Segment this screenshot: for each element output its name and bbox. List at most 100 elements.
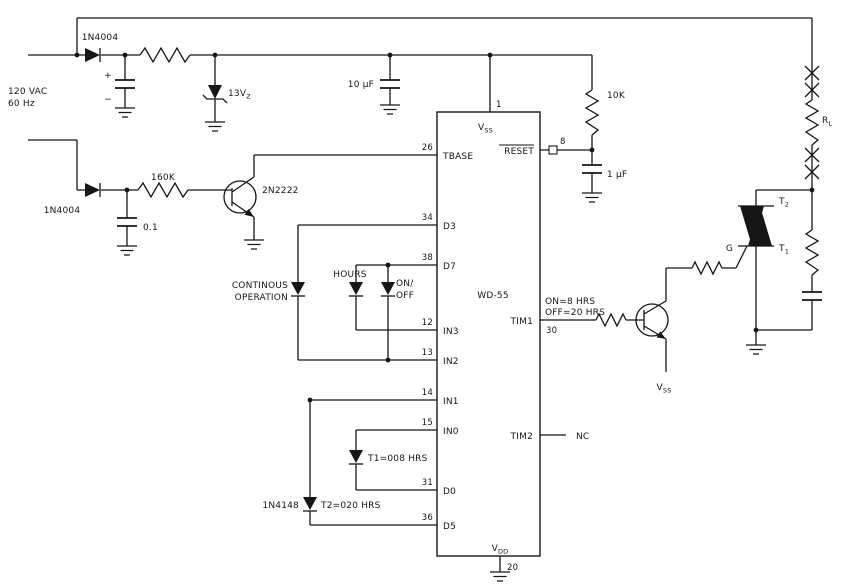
junction-dots: [74, 52, 815, 403]
pin-tbase-num: 26: [422, 143, 433, 153]
reset-pin-pad: [548, 145, 558, 155]
diode-triangle: [381, 282, 395, 295]
filter-cap-minus-sign: −: [104, 95, 112, 105]
triac-t2-label: T2: [778, 197, 789, 209]
diode-triangle: [349, 282, 363, 295]
diode-t1-008hrs: [349, 450, 363, 465]
pin-in2-num: 13: [422, 348, 433, 358]
line-break-marks: [804, 65, 820, 180]
pin-vdd-label: VDD: [492, 544, 509, 556]
ic-wd55-body: [436, 111, 541, 557]
transistor-2n2222: [223, 180, 257, 217]
diode-top-label: 1N4004: [82, 33, 119, 43]
triac-triangle-up: [748, 206, 772, 246]
pin-in0-num: 15: [422, 418, 433, 428]
ground-symbol: [116, 245, 138, 256]
res-160k-label: 160K: [151, 173, 176, 183]
resistor-load-rl: [804, 99, 820, 146]
capacitor-snubber: [802, 291, 822, 301]
capacitor-10uf: [380, 79, 400, 89]
ground-symbol: [489, 571, 511, 582]
diode-hours: [349, 282, 363, 297]
pin-tim1-num: 30: [546, 326, 557, 336]
diode-triangle: [303, 497, 317, 510]
off-time-label: OFF=20 HRS: [545, 308, 605, 318]
emitter-supply-label: VSS: [656, 383, 671, 395]
pin-in1-num: 14: [422, 388, 433, 398]
pin-in3-label: IN3: [443, 327, 459, 337]
capacitor-filter: [115, 79, 135, 89]
pin-in3-num: 12: [422, 318, 433, 328]
ground-symbol: [243, 239, 265, 250]
continuous-operation-label-1: CONTINOUS: [232, 281, 288, 291]
on-time-label: ON=8 HRS: [545, 297, 595, 307]
triac-t1-label: T1: [778, 244, 789, 256]
pin-d0-label: D0: [443, 487, 456, 497]
diode-triangle: [208, 85, 222, 99]
transistor-q1-label: 2N2222: [262, 186, 299, 196]
zener-bar: [202, 94, 228, 104]
diode-t2-020hrs-1n4148: [303, 497, 317, 512]
cap-10uf-label: 10 µF: [348, 80, 374, 90]
pin-in1-label: IN1: [443, 397, 459, 407]
ground-symbol: [745, 344, 767, 355]
cap-1uf-label: 1 µF: [607, 170, 627, 180]
pin-d5-num: 36: [422, 513, 433, 523]
diode-triangle: [85, 48, 100, 62]
diode-continuous-operation: [291, 282, 305, 297]
ground-symbol: [379, 104, 401, 115]
diode-bottom-label: 1N4004: [44, 206, 81, 216]
capacitor-01: [117, 217, 137, 227]
transistor-body: [635, 303, 669, 337]
ground-symbol: [114, 107, 136, 118]
diode-triangle: [85, 183, 100, 197]
power-rail-wires: [28, 17, 812, 246]
pin-vss-num: 1: [496, 100, 502, 110]
pin-vdd-num: 20: [507, 563, 518, 573]
diode-triangle: [349, 450, 363, 463]
source-frequency-label: 60 Hz: [8, 99, 35, 109]
resistor-10k: [584, 89, 600, 136]
pin-reset-num: 8: [560, 137, 566, 147]
load-rl-label: RL: [822, 116, 832, 128]
ic-name: WD-55: [477, 291, 509, 301]
ic-left-pin-wires: [297, 224, 501, 572]
diode-triangle: [291, 282, 305, 295]
wires: [28, 17, 813, 572]
zener-diode-13v: [202, 85, 228, 104]
pin-in0-label: IN0: [443, 427, 459, 437]
zener-label: 13VZ: [228, 89, 251, 101]
t1-diode-label: T1=008 HRS: [367, 454, 428, 464]
resistor-rectifier: [139, 46, 191, 64]
pin-reset-label: RESET: [504, 147, 534, 157]
on-off-label-2: OFF: [396, 291, 414, 301]
triac-load-wires: [738, 18, 813, 345]
filter-cap-plus-sign: +: [104, 71, 112, 81]
continuous-operation-label-2: OPERATION: [235, 293, 288, 303]
pin-tim2-label: TIM2: [510, 432, 533, 442]
pin-d5-label: D5: [443, 522, 456, 532]
on-off-label-1: ON/: [396, 279, 414, 289]
pin-tim1-label: TIM1: [510, 317, 533, 327]
triac: [740, 206, 772, 246]
emitter-arrow: [244, 209, 254, 217]
pin-d3-num: 34: [422, 213, 433, 223]
pin-d7-num: 38: [422, 253, 433, 263]
diode-on-off: [381, 282, 395, 297]
ground-symbol: [581, 192, 603, 203]
output-stage-wires: [540, 245, 748, 436]
hours-label: HOURS: [333, 270, 366, 280]
q1-wires: [231, 154, 437, 240]
pin-d3-label: D3: [443, 222, 456, 232]
resistor-snubber: [804, 229, 820, 276]
transistor-body: [223, 180, 257, 214]
transistor-output: [635, 303, 669, 339]
pin-vss-label: VSS: [478, 123, 493, 135]
resistor-160k: [137, 181, 189, 199]
cap-01-label: 0.1: [143, 223, 158, 233]
diode-1n4004-bottom: [85, 183, 101, 197]
diode-1n4004-top: [85, 48, 101, 62]
resistor-tim1: [595, 312, 627, 328]
